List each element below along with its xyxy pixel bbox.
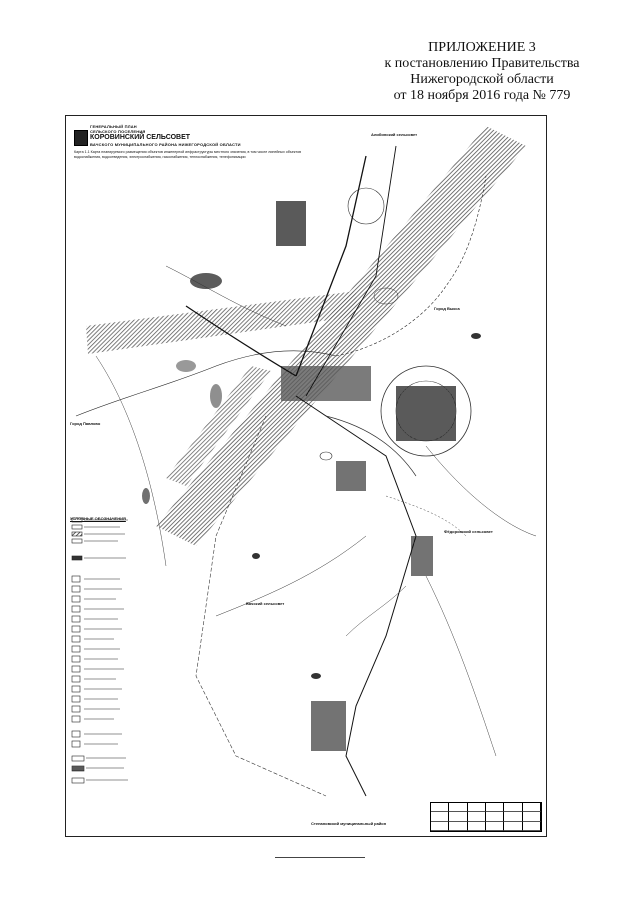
settlement-name: КОРОВИНСКИЙ СЕЛЬСОВЕТ (90, 134, 191, 141)
label-east-city: Город Выкса (434, 306, 460, 311)
footer-divider (275, 857, 365, 858)
plan-label: ГЕНЕРАЛЬНЫЙ ПЛАН (90, 124, 137, 129)
appendix-date-line: от 18 ноября 2016 года № 779 (393, 88, 571, 103)
settlement-block-mid (336, 461, 366, 491)
zone-circle-east (380, 365, 472, 457)
appendix-line-3: Нижегородской области (410, 72, 554, 87)
zone-circle-north (347, 187, 385, 225)
corridor-band-3 (166, 366, 271, 486)
zone-circle-east-inner (395, 380, 457, 442)
label-west-city: Город Павлово (70, 421, 101, 426)
label-mid-council: Вачский сельсовет (246, 601, 285, 606)
appendix-header: ПРИЛОЖЕНИЕ 3 к постановлению Правительст… (362, 40, 602, 104)
settlement-type: СЕЛЬСКОГО ПОСЕЛЕНИЯ (90, 129, 146, 134)
label-south-council: Степановский муниципальный район (311, 821, 387, 826)
appendix-title: ПРИЛОЖЕНИЕ 3 (428, 40, 536, 55)
district-name: ВАЧСКОГО МУНИЦИПАЛЬНОГО РАЙОНА НИЖЕГОРОД… (90, 142, 241, 147)
label-east-council: Фёдоровский сельсовет (444, 529, 493, 534)
label-north: Алибинский сельсовет (371, 132, 418, 137)
settlement-block-center (281, 366, 371, 401)
map-legend: УСЛОВНЫЕ ОБОЗНАЧЕНИЯ (70, 516, 170, 784)
settlement-block-south (311, 701, 346, 751)
corridor-band-2 (86, 291, 358, 354)
coat-of-arms-icon (74, 130, 88, 146)
map-description: Карта 1.1 Карта планируемого размещения … (74, 150, 302, 159)
settlement-block-north (276, 201, 306, 246)
plan-title-block: ГЕНЕРАЛЬНЫЙ ПЛАН СЕЛЬСКОГО ПОСЕЛЕНИЯ КОР… (74, 124, 334, 159)
map-drawing (75, 126, 537, 797)
legend-title: УСЛОВНЫЕ ОБОЗНАЧЕНИЯ (70, 516, 126, 521)
settlement-block-east (396, 386, 456, 441)
settlement-block-southeast (411, 536, 433, 576)
appendix-line-2: к постановлению Правительства (384, 56, 580, 71)
title-stamp (430, 802, 542, 832)
map-sheet: ГЕНЕРАЛЬНЫЙ ПЛАН СЕЛЬСКОГО ПОСЕЛЕНИЯ КОР… (65, 115, 547, 837)
legend-symbols (71, 517, 128, 784)
